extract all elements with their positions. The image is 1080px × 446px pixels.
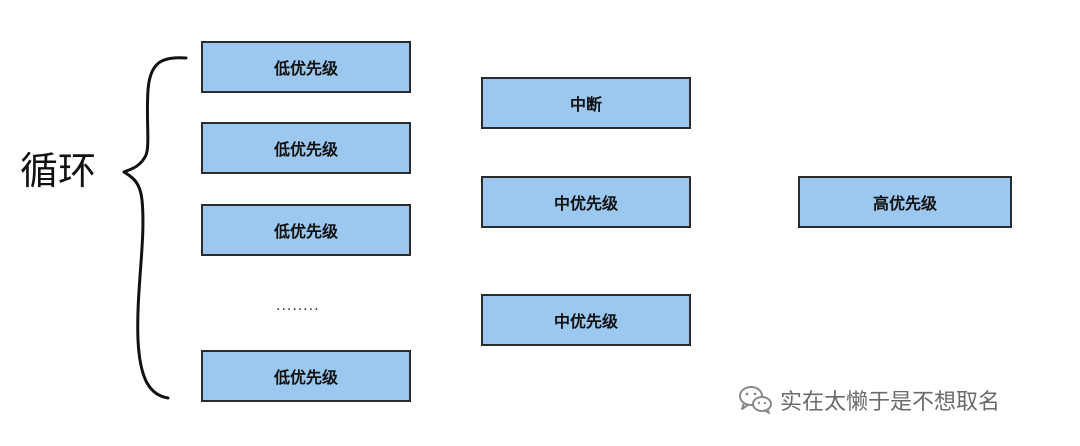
watermark-text: 实在太懒于是不想取名 [780, 390, 1001, 415]
mid-priority-box-2: 中优先级 [481, 294, 691, 346]
low-priority-box-4: 低优先级 [201, 350, 411, 402]
watermark: 实在太懒于是不想取名 [738, 384, 1000, 416]
low-priority-label: 低优先级 [273, 368, 338, 387]
interrupt-label: 中断 [569, 95, 602, 114]
mid-priority-box-1: 中优先级 [481, 176, 691, 228]
ellipsis: ........ [276, 298, 320, 314]
mid-priority-label: 中优先级 [553, 312, 618, 331]
low-priority-box-1: 低优先级 [201, 41, 411, 93]
low-priority-label: 低优先级 [273, 222, 338, 241]
wechat-icon [739, 386, 772, 414]
low-priority-label: 低优先级 [273, 140, 338, 159]
high-priority-box: 高优先级 [798, 176, 1012, 228]
mid-priority-label: 中优先级 [553, 194, 618, 213]
low-priority-box-3: 低优先级 [201, 204, 411, 256]
high-priority-label: 高优先级 [872, 194, 937, 213]
low-priority-label: 低优先级 [273, 59, 338, 78]
interrupt-box: 中断 [481, 77, 691, 129]
loop-brace [122, 56, 188, 400]
low-priority-box-2: 低优先级 [201, 122, 411, 174]
loop-label: 循环 [20, 149, 97, 193]
